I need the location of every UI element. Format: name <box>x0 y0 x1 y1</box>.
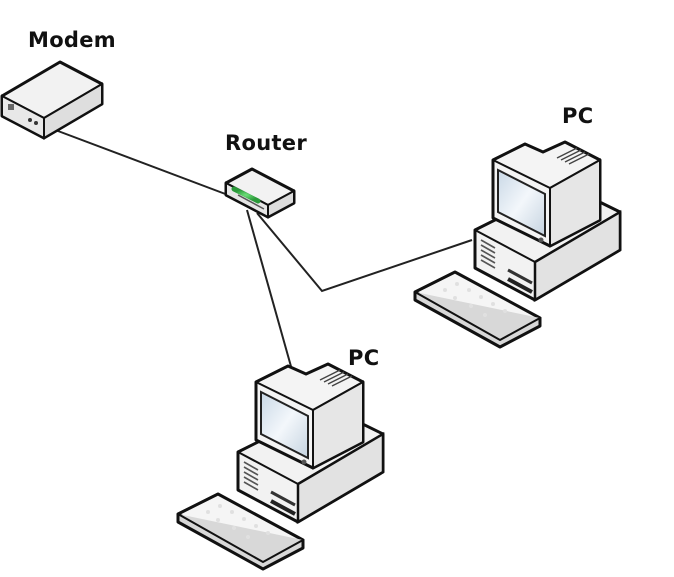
pc-icon-right[interactable] <box>413 140 622 349</box>
pc-icon-bottom[interactable] <box>176 362 385 571</box>
router-label: Router <box>225 131 307 155</box>
link-router-pc-bottom <box>246 209 293 371</box>
pc-label-right: PC <box>562 104 594 128</box>
modem-icon[interactable] <box>0 60 104 140</box>
router-icon[interactable] <box>224 167 296 219</box>
modem-label: Modem <box>28 28 116 52</box>
links <box>49 127 473 371</box>
link-router-pc-right <box>256 212 473 293</box>
pc-label-bottom: PC <box>348 346 380 370</box>
link-modem-router <box>49 127 237 199</box>
